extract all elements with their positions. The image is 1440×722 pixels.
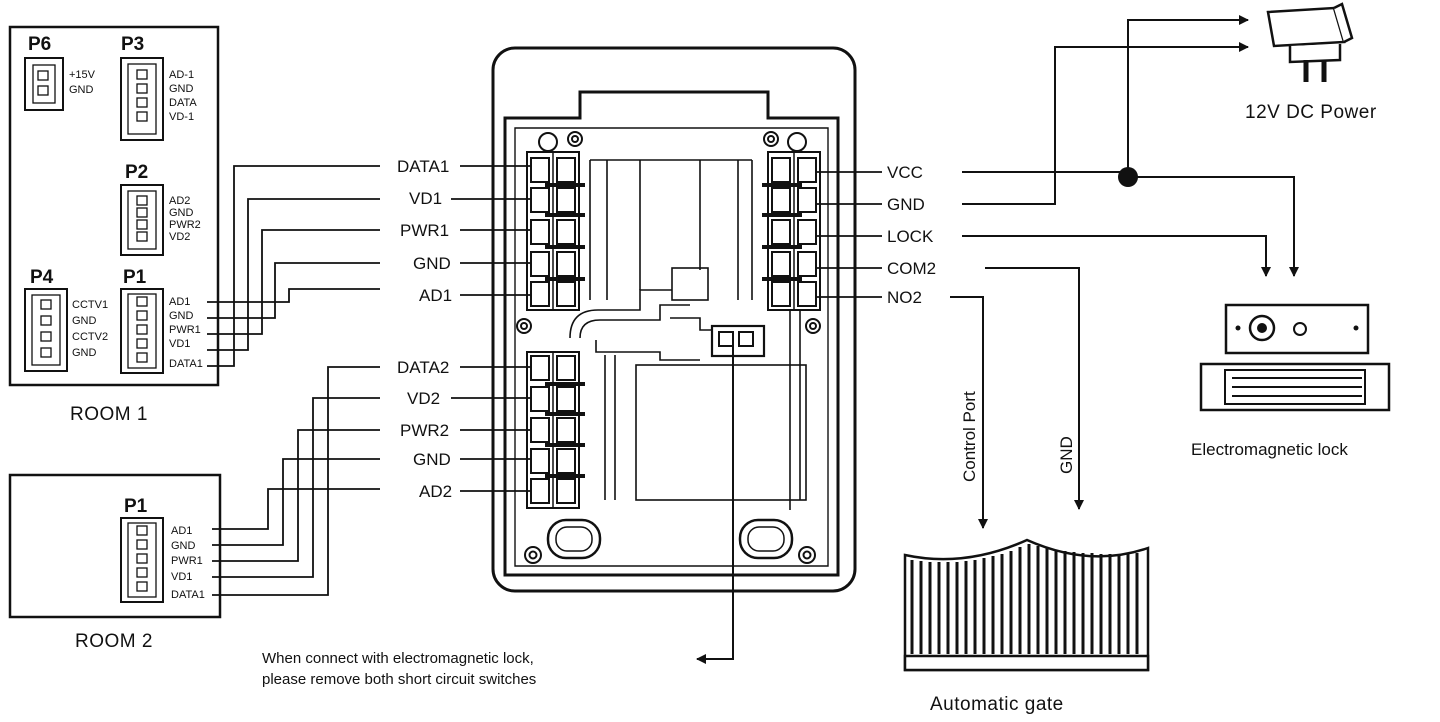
p3-pin-1: AD-1 [169, 69, 194, 81]
p4-pin-2: GND [72, 315, 97, 327]
terminal-label-data1: DATA1 [397, 157, 449, 176]
gate-gnd-label: GND [1057, 436, 1076, 474]
terminal-label-pwr1: PWR1 [400, 221, 449, 240]
gate-label: Automatic gate [930, 694, 1064, 715]
p1-title: P1 [123, 267, 147, 288]
p1-pin-3: PWR1 [169, 324, 201, 336]
note-line-1: When connect with electromagnetic lock, [262, 650, 534, 667]
controller-inner-frame [503, 90, 840, 577]
room2-caption: ROOM 2 [75, 631, 153, 652]
room1-caption: ROOM 1 [70, 404, 148, 425]
p2-pin-3: PWR2 [169, 219, 201, 231]
controller-board [491, 46, 857, 593]
terminal-label-lock: LOCK [887, 227, 934, 246]
p6-pin-1: +15V [69, 69, 96, 81]
terminal-label-vd2: VD2 [407, 389, 440, 408]
left-terminal-labels-bottom: DATA2 VD2 PWR2 GND AD2 [397, 358, 452, 501]
p3-pin-4: VD-1 [169, 111, 194, 123]
p1-pin-5: DATA1 [169, 358, 203, 370]
p1-pin-2: GND [169, 310, 194, 322]
terminal-label-no2: NO2 [887, 288, 922, 307]
terminal-label-data2: DATA2 [397, 358, 449, 377]
lock-label: Electromagnetic lock [1191, 440, 1348, 459]
p3-pin-2: GND [169, 83, 194, 95]
terminal-label-gnd-right: GND [887, 195, 925, 214]
room2-monitor: P1 AD1 GND PWR1 VD1 DATA1 [8, 473, 222, 619]
p3-pin-3: DATA [169, 97, 197, 109]
terminal-label-pwr2: PWR2 [400, 421, 449, 440]
automatic-gate-icon [903, 538, 1150, 672]
room2-board [8, 473, 222, 619]
room2-wires [212, 366, 380, 596]
room2-p1-pin-3: PWR1 [171, 555, 203, 567]
p4-pin-4: GND [72, 347, 97, 359]
terminal-label-gnd-bottom: GND [413, 450, 451, 469]
p6-title: P6 [28, 34, 51, 55]
p4-title: P4 [30, 267, 54, 288]
p2-pin-1: AD2 [169, 195, 190, 207]
power-label: 12V DC Power [1245, 102, 1377, 123]
p4-connector [24, 288, 68, 372]
p3-title: P3 [121, 34, 144, 55]
room2-p1-connector [120, 517, 164, 603]
p2-title: P2 [125, 162, 148, 183]
terminal-label-com2: COM2 [887, 259, 936, 278]
p2-pin-2: GND [169, 207, 194, 219]
room1-wires [207, 165, 380, 367]
p6-pin-2: GND [69, 84, 94, 96]
room2-p1-pin-1: AD1 [171, 525, 192, 537]
junction-dot [1118, 167, 1138, 187]
room2-p1-pin-2: GND [171, 540, 196, 552]
p1-connector [120, 288, 164, 374]
power-adapter-icon [1266, 2, 1354, 82]
terminal-label-gnd-top: GND [413, 254, 451, 273]
p1-pin-1: AD1 [169, 296, 190, 308]
p1-pin-4: VD1 [169, 338, 190, 350]
terminal-label-ad1: AD1 [419, 286, 452, 305]
gate-control-port-label: Control Port [960, 391, 979, 482]
right-wires [696, 15, 1299, 664]
p2-pin-4: VD2 [169, 231, 190, 243]
room2-p1-pin-4: VD1 [171, 571, 192, 583]
terminal-label-ad2: AD2 [419, 482, 452, 501]
p4-pin-1: CCTV1 [72, 299, 108, 311]
note-line-2: please remove both short circuit switche… [262, 671, 536, 688]
right-terminal-labels: VCC GND LOCK COM2 NO2 [887, 163, 936, 307]
left-terminal-labels-top: DATA1 VD1 PWR1 GND AD1 [397, 157, 452, 305]
p6-connector [24, 57, 64, 111]
terminal-label-vcc: VCC [887, 163, 923, 182]
p4-pin-3: CCTV2 [72, 331, 108, 343]
room1-monitor: P6 +15V GND P3 AD-1 GND DATA VD-1 P2 AD2… [8, 25, 220, 387]
terminal-label-vd1: VD1 [409, 189, 442, 208]
room2-p1-pin-5: DATA1 [171, 589, 205, 601]
room2-p1-title: P1 [124, 496, 148, 517]
electromagnetic-lock-icon [1199, 303, 1391, 412]
